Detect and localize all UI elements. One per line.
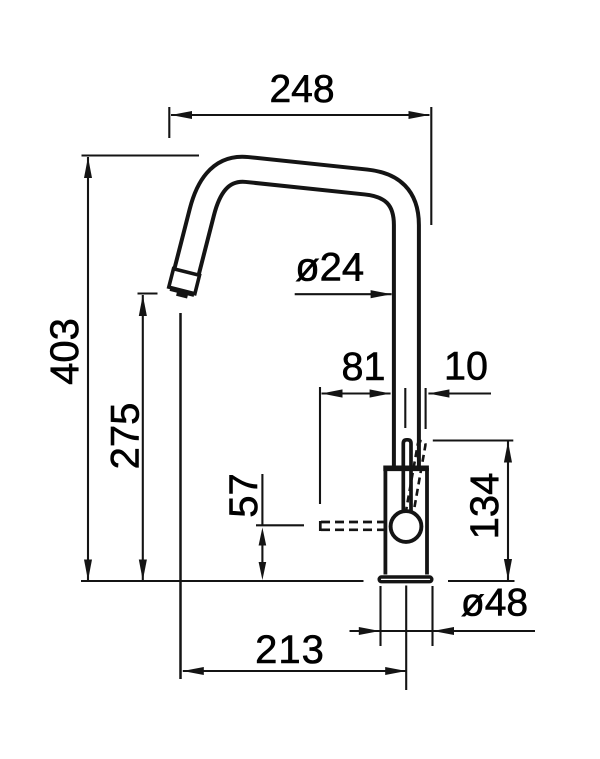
svg-text:57: 57 bbox=[222, 473, 266, 518]
svg-text:ø24: ø24 bbox=[295, 246, 364, 290]
svg-text:81: 81 bbox=[342, 345, 386, 389]
svg-text:134: 134 bbox=[463, 473, 507, 540]
svg-text:ø48: ø48 bbox=[461, 582, 528, 625]
svg-text:213: 213 bbox=[255, 628, 325, 672]
svg-text:275: 275 bbox=[104, 403, 148, 470]
svg-text:403: 403 bbox=[43, 318, 87, 385]
svg-text:248: 248 bbox=[269, 68, 334, 111]
svg-text:10: 10 bbox=[444, 345, 488, 389]
